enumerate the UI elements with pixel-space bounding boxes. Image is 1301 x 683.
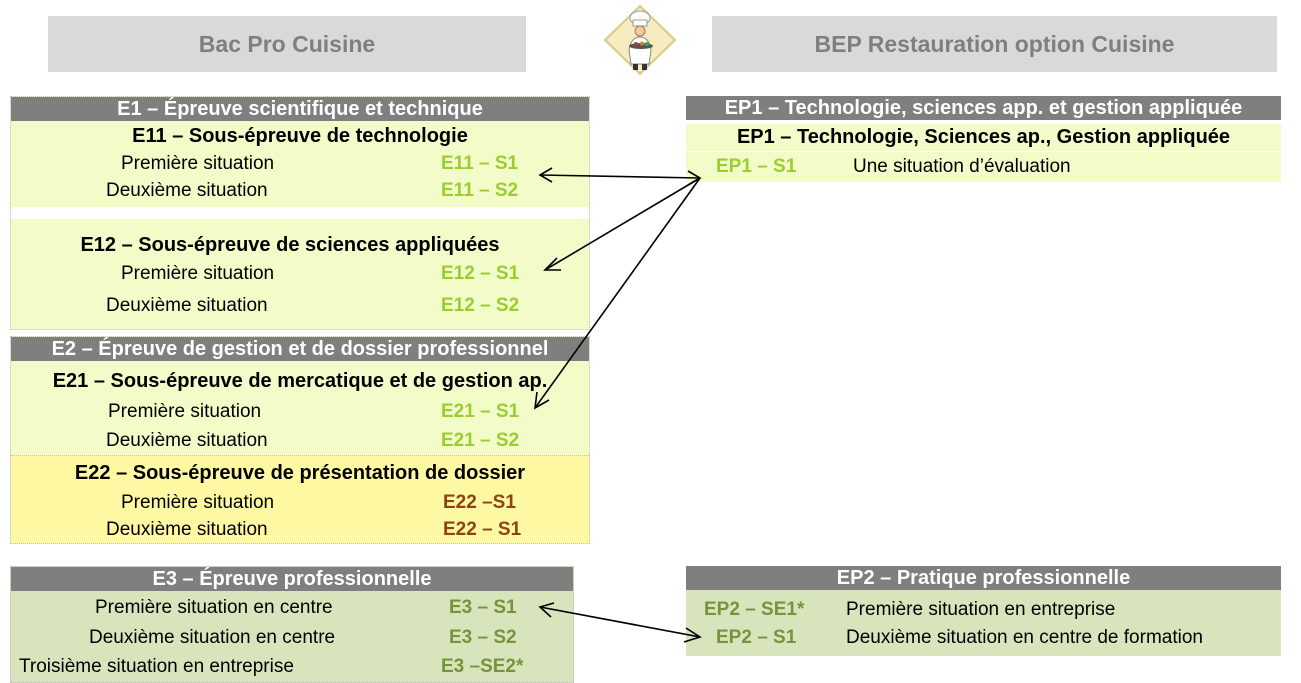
e12-row-2: Deuxième situation E12 – S2 [11,292,589,319]
ep2-row-2: EP2 – S1 Deuxième situation en centre de… [686,624,1281,651]
situation-code: E12 – S2 [441,295,520,316]
situation-label: Deuxième situation [106,295,268,316]
e12-row-1: Première situation E12 – S1 [11,260,589,287]
e1-divider [11,207,589,219]
situation-code: E3 – S2 [449,627,517,648]
e22-row-1: Première situation E22 –S1 [11,489,589,516]
ep1-subtitle: EP1 – Technologie, Sciences ap., Gestion… [686,124,1281,151]
e22-row-2: Deuxième situation E22 – S1 [11,516,589,543]
situation-label: Deuxième situation [106,430,268,451]
header-bep: BEP Restauration option Cuisine [712,16,1277,72]
e11-row-1: Première situation E11 – S1 [11,150,589,177]
e11-row-2: Deuxième situation E11 – S2 [11,177,589,204]
situation-label: Deuxième situation [106,180,268,201]
ep1-title: EP1 – Technologie, sciences app. et gest… [686,96,1281,120]
e3-block: E3 – Épreuve professionnelle Première si… [10,566,574,683]
ep1-block: EP1 – Technologie, sciences app. et gest… [686,96,1281,184]
e21-row-1: Première situation E21 – S1 [11,398,589,425]
situation-label: Première situation en centre [95,597,333,618]
e12-title: E12 – Sous-épreuve de sciences appliquée… [80,234,500,256]
situation-label: Une situation d’évaluation [853,156,1071,177]
e2-title: E2 – Épreuve de gestion et de dossier pr… [11,337,589,361]
situation-code: E22 –S1 [443,492,516,513]
e1-block: E1 – Épreuve scientifique et technique E… [10,96,590,330]
ep2-row-1: EP2 – SE1* Première situation en entrepr… [686,596,1281,623]
situation-label: Première situation [121,153,275,174]
arrow-ep1-e12 [544,177,701,271]
situation-code: E3 –SE2* [441,656,524,677]
situation-label: Première situation [121,263,275,284]
situation-label: Deuxième situation en centre [89,627,336,648]
e22-title: E22 – Sous-épreuve de présentation de do… [74,462,526,484]
e22-section: E22 – Sous-épreuve de présentation de do… [11,455,589,543]
situation-code: E11 – S2 [441,180,519,201]
situation-code: E21 – S2 [441,430,520,451]
chef-icon [603,4,677,76]
situation-code: EP2 – SE1* [704,599,805,620]
ep2-title: EP2 – Pratique professionnelle [686,566,1281,590]
header-bac-pro: Bac Pro Cuisine [48,16,526,72]
situation-code: E3 – S1 [449,597,517,618]
situation-code: E12 – S1 [441,263,520,284]
ep1-row-1: EP1 – S1 Une situation d’évaluation [686,152,1281,182]
e3-row-3: Troisième situation en entreprise E3 –SE… [11,653,573,680]
e3-title: E3 – Épreuve professionnelle [11,567,573,591]
situation-label: Troisième situation en entreprise [19,656,294,677]
situation-label: Première situation en entreprise [846,599,1116,620]
e21-row-2: Deuxième situation E21 – S2 [11,427,589,454]
ep2-block: EP2 – Pratique professionnelle EP2 – SE1… [686,566,1281,656]
e3-row-2: Deuxième situation en centre E3 – S2 [11,624,573,651]
e3-row-1: Première situation en centre E3 – S1 [11,594,573,621]
situation-code: E21 – S1 [441,401,520,422]
situation-label: Première situation [108,401,262,422]
e11-title: E11 – Sous-épreuve de technologie [132,125,468,147]
situation-code: EP2 – S1 [716,627,797,648]
arrow-e11-ep1 [539,174,701,179]
e21-title: E21 – Sous-épreuve de mercatique et de g… [52,370,548,392]
situation-code: E22 – S1 [443,519,522,540]
situation-label: Deuxième situation [106,519,268,540]
situation-label: Première situation [121,492,275,513]
e1-title: E1 – Épreuve scientifique et technique [11,97,589,121]
arrow-e3-ep2 [539,606,701,638]
arrow-ep1-e21 [534,177,701,409]
situation-code: E11 – S1 [441,153,519,174]
e2-block: E2 – Épreuve de gestion et de dossier pr… [10,336,590,544]
situation-label: Deuxième situation en centre de formatio… [846,627,1203,648]
situation-code: EP1 – S1 [716,156,797,177]
